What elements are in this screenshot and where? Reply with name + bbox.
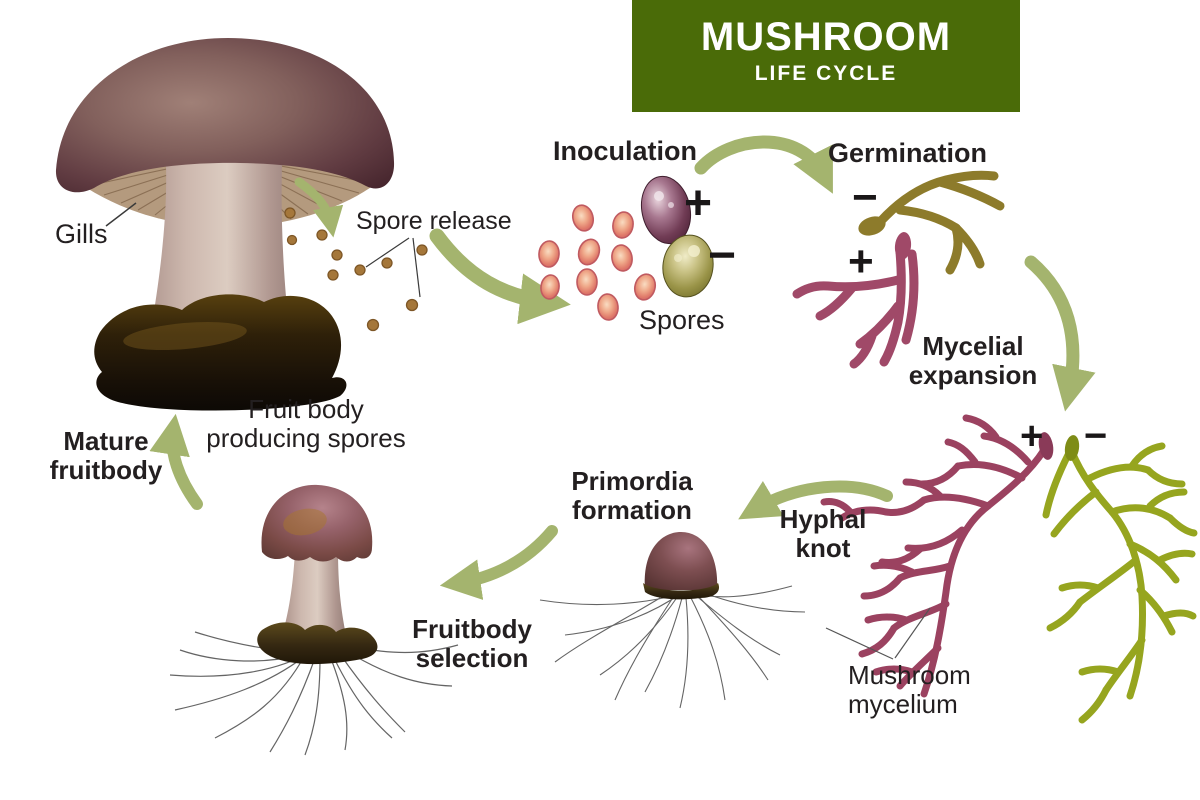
mycelium-olive [1042,442,1198,724]
mature-fruitbody-label: Mature fruitbody [49,426,163,486]
young-mushroom-base [257,622,378,665]
primordium-roots [539,585,806,709]
banner-subtitle: LIFE CYCLE [754,62,898,85]
minus-spore [662,234,714,298]
arrow-inoculation-to-germination [694,135,833,194]
mycelium-plus-sign: + [1020,414,1044,458]
fruitbody-selection-label: Fruitbody selection [412,614,532,674]
primordium-illustration [539,532,806,709]
gills-pointer-line [105,202,137,227]
mushroom-cap [55,38,395,193]
young-mushroom-illustration [169,484,459,756]
inoculation-plus-sign: + [684,177,713,230]
mushroom-mycelium-label: Mushroom mycelium [848,660,971,720]
spores-cluster [538,175,714,321]
inoculation-minus-sign: − [708,229,737,282]
gills-label: Gills [55,219,108,249]
mycelium-minus-sign: − [1084,414,1108,458]
mycelium-pink-tip [1038,432,1054,460]
germination-minus-sign: − [852,173,878,222]
inoculation-label: Inoculation [553,136,697,166]
spore-release-pointer-lines [365,237,421,298]
arrow-spore-release [294,177,344,238]
arrow-to-spores [429,228,571,325]
cycle-arrows [149,135,1096,600]
germination-label: Germination [828,138,988,168]
primordia-formation-label: Primordia formation [571,466,693,526]
banner-title: MUSHROOM [700,15,952,59]
arrow-to-fruitbody-selection [439,525,558,600]
mycelium-olive-tip [1064,435,1080,461]
arrow-to-mature-fruitbody [149,413,203,510]
mature-mushroom-illustration [55,38,395,411]
spore-release-label: Spore release [356,207,512,235]
young-cap-highlight [283,508,327,536]
mycelial-expansion-label: Mycelial expansion [908,331,1038,391]
mycelium-pink [820,414,1048,698]
primordium-cap [644,532,718,590]
young-mushroom-stem [281,550,347,640]
mushroom-volva [94,294,347,411]
fruit-body-producing-spores-label: Fruit body producing spores [206,394,406,454]
germination-plus-sign: + [848,237,874,286]
hyphal-knot-label: Hyphal knot [779,504,867,564]
germination-olive-hypha [875,170,1005,275]
primordium-base [643,583,720,600]
mycelium-pointer-lines [825,607,931,660]
spores-label: Spores [639,305,725,335]
plus-spore [640,175,692,245]
title-banner: MUSHROOM LIFE CYCLE [632,0,1020,112]
germination-hyphae [792,170,1005,369]
arrow-mycelial-expansion [1024,255,1096,412]
germination-pink-hypha [792,247,919,369]
arrow-hyphal-knot [738,480,893,520]
